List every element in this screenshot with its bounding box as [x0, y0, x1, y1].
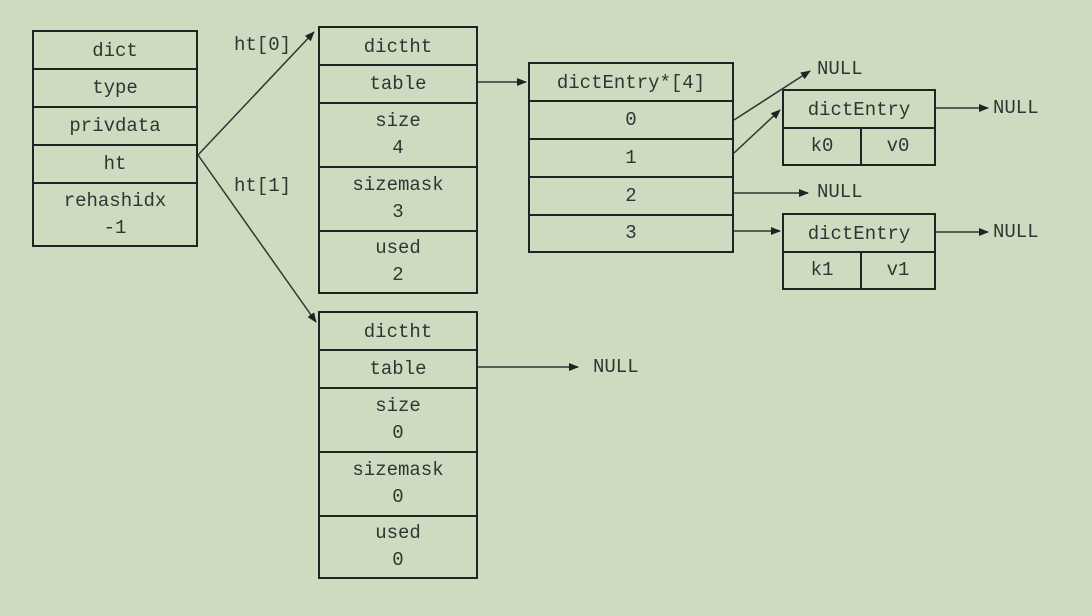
- dict-struct: dict type privdata ht rehashidx -1: [32, 30, 198, 247]
- null-slot0: NULL: [817, 58, 863, 80]
- array-slot-2: 2: [530, 176, 732, 214]
- dict-field-dict: dict: [92, 39, 138, 62]
- dict-entry-array: dictEntry*[4] 0 1 2 3: [528, 62, 734, 253]
- rehashidx-label: rehashidx: [63, 189, 167, 212]
- null-entry0-next: NULL: [993, 97, 1039, 119]
- ht1-header: dictht: [363, 320, 433, 343]
- array-header: dictEntry*[4]: [556, 71, 706, 94]
- entry1-key: k1: [810, 259, 834, 281]
- array-slot-3: 3: [530, 214, 732, 251]
- null-entry1-next: NULL: [993, 221, 1039, 243]
- entry1-value: v1: [860, 253, 934, 288]
- ht1-label: ht[1]: [234, 175, 292, 197]
- dict-entry-k0: dictEntry k0 v0: [782, 89, 936, 166]
- null-ht1-table: NULL: [593, 356, 639, 378]
- array-slot-0: 0: [530, 100, 732, 138]
- arrow-slot1-to-entry0: [733, 109, 781, 154]
- entry1-header: dictEntry: [807, 222, 911, 245]
- ht0-table: table: [320, 64, 476, 102]
- dict-entry-k1: dictEntry k1 v1: [782, 213, 936, 290]
- entry0-header: dictEntry: [807, 98, 911, 121]
- dict-field-ht: ht: [34, 144, 196, 182]
- entry0-value: v0: [860, 129, 934, 164]
- null-slot2: NULL: [817, 181, 863, 203]
- entry0-kv-row: k0 v0: [784, 127, 934, 164]
- dict-field-privdata: privdata: [34, 106, 196, 144]
- entry1-kv-row: k1 v1: [784, 251, 934, 288]
- rehashidx-value: -1: [103, 216, 127, 239]
- ht1-table: table: [320, 349, 476, 387]
- dict-field-type: type: [34, 68, 196, 106]
- ht0-header: dictht: [363, 35, 433, 58]
- array-slot-1: 1: [530, 138, 732, 176]
- dict-field-rehashidx: rehashidx -1: [34, 182, 196, 245]
- entry0-key: k0: [810, 135, 834, 157]
- ht0-label: ht[0]: [234, 34, 292, 56]
